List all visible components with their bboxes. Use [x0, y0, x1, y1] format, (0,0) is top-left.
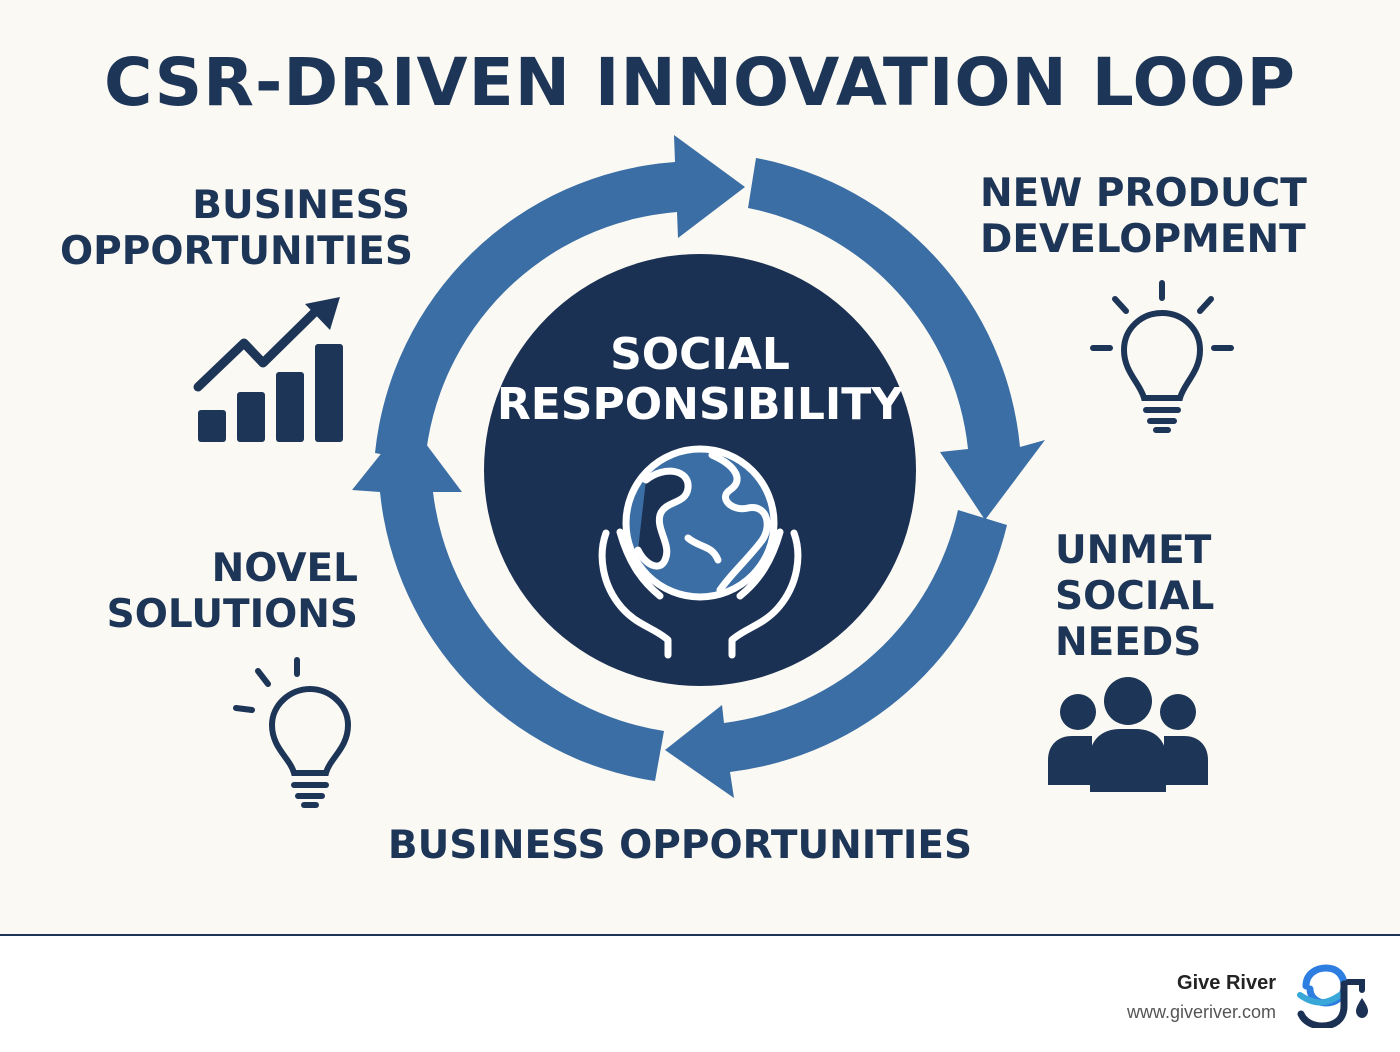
loop-arrow-right: [748, 158, 1045, 520]
page-title: CSR-DRIVEN INNOVATION LOOP: [103, 44, 1297, 121]
brand-url[interactable]: www.giveriver.com: [1126, 1002, 1276, 1022]
infographic: CSR-DRIVEN INNOVATION LOOP BUSINESS OPPO…: [0, 0, 1400, 934]
lightbulb-icon-top-right: [1090, 280, 1234, 433]
give-river-logo-icon: [1297, 964, 1368, 1028]
brand-name: Give River: [1177, 972, 1276, 994]
footer-divider: [0, 934, 1400, 936]
loop-arrow-left: [352, 420, 664, 781]
cycle-diagram: [193, 135, 1234, 808]
loop-ring: [352, 135, 1045, 798]
loop-arrow-bottom: [665, 510, 1007, 798]
center-label-social-responsibility: SOCIAL RESPONSIBILITY: [496, 329, 904, 430]
node-label-business-opportunities-top: BUSINESS OPPORTUNITIES: [60, 183, 414, 275]
globe-in-hands-icon: [598, 445, 802, 659]
node-label-novel-solutions: NOVEL SOLUTIONS: [106, 546, 358, 638]
node-label-business-opportunities-bottom: BUSINESS OPPORTUNITIES: [387, 823, 973, 868]
growth-chart-icon: [193, 297, 343, 442]
people-group-icon: [1048, 677, 1208, 792]
node-label-unmet-social-needs: UNMET SOCIAL NEEDS: [1055, 528, 1215, 666]
lightbulb-icon-bottom-left: [233, 657, 352, 808]
node-label-new-product-development: NEW PRODUCT DEVELOPMENT: [980, 171, 1307, 263]
